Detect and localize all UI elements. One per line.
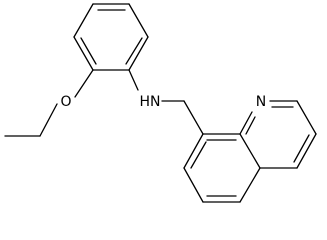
bond xyxy=(128,3,149,38)
double-bond-inner xyxy=(293,134,310,163)
amine-linkage xyxy=(128,69,204,135)
bond xyxy=(239,111,253,135)
bond xyxy=(239,167,261,203)
chemical-structure-diagram: O HN N xyxy=(4,3,317,203)
ethoxy-group xyxy=(4,69,94,137)
bond xyxy=(183,100,204,135)
double-bond-inner xyxy=(125,37,143,65)
quinoline-benzo-ring xyxy=(183,133,261,203)
bond xyxy=(239,133,261,169)
bond xyxy=(73,3,94,38)
bond xyxy=(39,103,58,137)
double-bond-inner xyxy=(190,141,207,169)
bond xyxy=(128,36,149,71)
bond xyxy=(73,36,94,71)
double-bond-inner xyxy=(80,37,97,65)
bond xyxy=(296,100,317,135)
amine-atom-label: HN xyxy=(140,94,161,110)
bond xyxy=(74,69,94,98)
oxygen-atom-label: O xyxy=(60,94,71,110)
bond xyxy=(128,69,139,91)
double-bond-inner xyxy=(245,116,256,135)
benzene-ring xyxy=(73,3,149,71)
bond xyxy=(183,167,204,203)
quinoline-pyridine-ring xyxy=(239,100,317,169)
ring-nitrogen-atom-label: N xyxy=(256,94,266,110)
bond xyxy=(296,133,317,169)
bond xyxy=(183,133,204,169)
